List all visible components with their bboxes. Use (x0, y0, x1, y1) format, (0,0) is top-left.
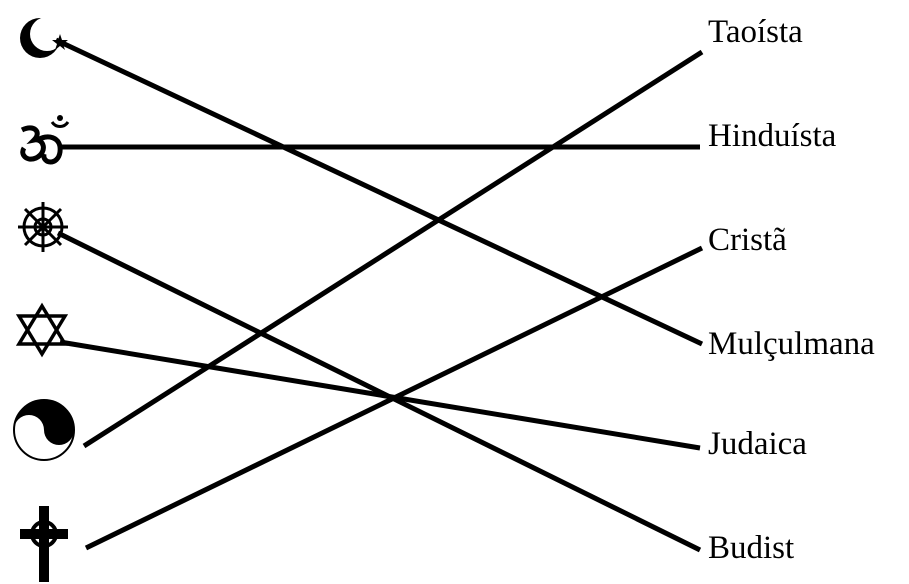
label-judaica: Judaica (708, 426, 807, 462)
yin-yang-icon (13, 399, 75, 461)
label-mulculmana: Mulçulmana (708, 326, 875, 362)
connector-christian-crista (84, 245, 704, 551)
star-of-david-icon (15, 302, 69, 358)
label-hinduista: Hinduísta (708, 118, 837, 154)
connector-taoist-taoista (82, 49, 704, 449)
om-icon (20, 115, 70, 165)
connector-jewish-judaica (59, 339, 701, 451)
dharma-wheel-icon (18, 202, 68, 252)
label-budist: Budist (708, 530, 795, 566)
label-taoista: Taoísta (708, 14, 803, 50)
connector-islam-mulculmana (54, 37, 704, 347)
label-crista: Cristã (708, 222, 787, 258)
connector-buddhist-budist (56, 230, 702, 553)
celtic-cross-icon (20, 506, 68, 582)
